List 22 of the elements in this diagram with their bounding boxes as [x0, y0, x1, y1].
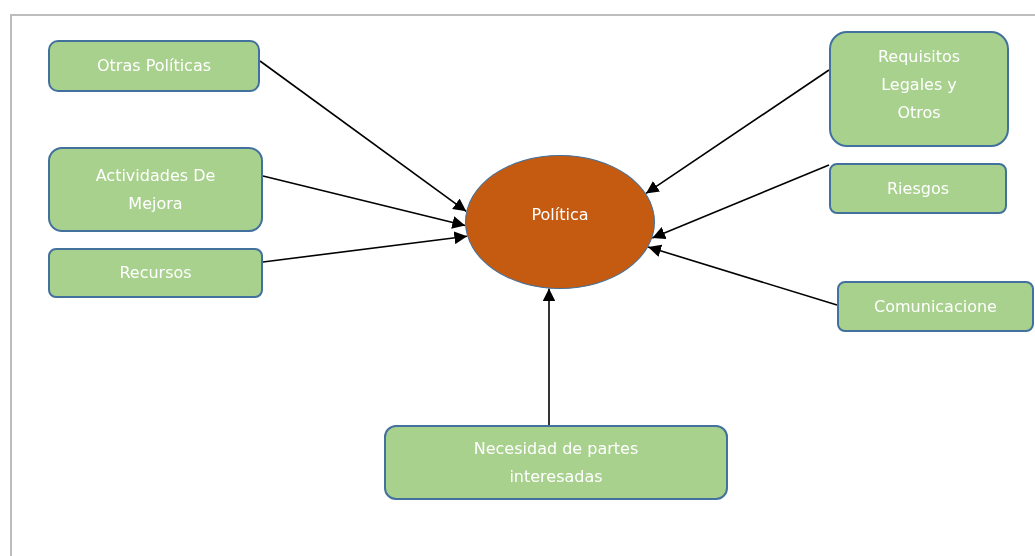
box-label: Otras Políticas — [96, 55, 212, 77]
arrow — [262, 175, 466, 229]
box-label: Actividades De Mejora — [94, 164, 217, 215]
arrow — [259, 60, 468, 213]
box-label: Recursos — [119, 262, 192, 284]
input-box — [48, 147, 263, 232]
input-box — [384, 425, 728, 500]
arrow — [542, 287, 556, 426]
arrow — [645, 69, 830, 195]
input-box — [837, 281, 1034, 332]
arrow — [647, 244, 838, 306]
box-label: Requisitos Legales y Otros — [876, 46, 962, 124]
arrow — [651, 164, 830, 239]
node-label: Política — [531, 204, 589, 226]
box-label: Riesgos — [887, 177, 949, 200]
input-box — [829, 31, 1009, 147]
box-label: Comunicacione — [874, 295, 997, 318]
input-box — [48, 40, 260, 92]
box-label: Necesidad de partes interesadas — [472, 437, 640, 488]
input-box — [48, 248, 263, 298]
input-box — [829, 163, 1007, 214]
arrow — [262, 231, 468, 263]
